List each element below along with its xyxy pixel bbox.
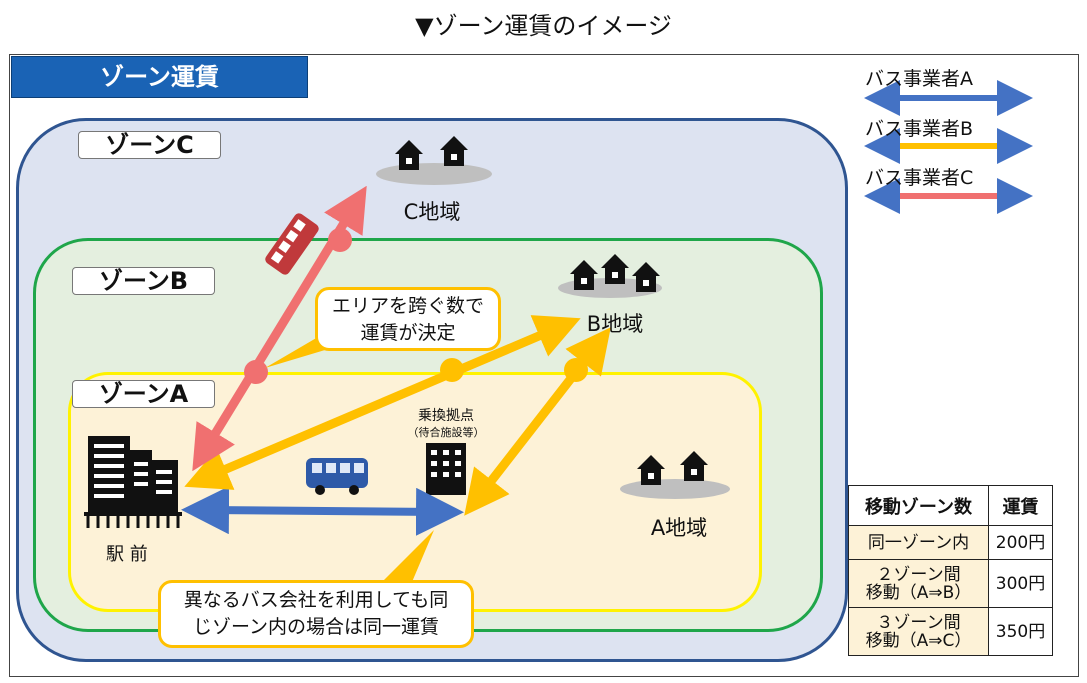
table-row: ２ゾーン間 移動（A⇒B） 300円 xyxy=(848,559,1053,608)
callout-line: エリアを跨ぐ数で xyxy=(331,295,484,317)
fare-table-header: 運賃 xyxy=(988,485,1053,526)
c-area-label: C地域 xyxy=(403,200,461,224)
table-row: ３ゾーン間 移動（A⇒C） 350円 xyxy=(848,607,1053,656)
zone-boundary-marker xyxy=(328,228,352,252)
diagram-frame xyxy=(9,54,1079,677)
legend-c-label: バス事業者C xyxy=(865,167,974,189)
fare-table-header-row: 移動ゾーン数 運賃 xyxy=(848,485,1053,526)
b-area-houses-icon xyxy=(558,254,662,298)
zone-b-label: ゾーンB xyxy=(72,267,215,295)
station-label: 駅 前 xyxy=(106,544,148,565)
same-zone-callout: 異なるバス会社を利用しても同 じゾーン内の場合は同一運賃 xyxy=(158,580,474,648)
a-area-houses-icon xyxy=(620,451,730,499)
callout-line: じゾーン内の場合は同一運賃 xyxy=(192,616,440,638)
fare-value-cell: 300円 xyxy=(988,559,1053,608)
route-a-arrow xyxy=(181,486,464,536)
fare-table-header: 移動ゾーン数 xyxy=(848,485,989,526)
page-title: ▼ゾーン運賃のイメージ xyxy=(415,12,672,40)
zones-crossed-callout: エリアを跨ぐ数で 運賃が決定 xyxy=(315,287,501,351)
zone-boundary-marker xyxy=(440,358,464,382)
hub-label: 乗換拠点 xyxy=(418,408,474,424)
a-area-label: A地域 xyxy=(650,516,708,540)
fare-table: 移動ゾーン数 運賃 同一ゾーン内 200円 ２ゾーン間 移動（A⇒B） 300円… xyxy=(848,485,1053,656)
fare-zones-cell: ３ゾーン間 移動（A⇒C） xyxy=(848,607,989,656)
zone-boundary-marker xyxy=(564,358,588,382)
fare-value-cell: 350円 xyxy=(988,607,1053,656)
zone-c-label: ゾーンC xyxy=(78,131,221,159)
table-row: 同一ゾーン内 200円 xyxy=(848,525,1053,560)
fare-value-cell: 200円 xyxy=(988,525,1053,560)
c-area-houses-icon xyxy=(376,136,492,185)
hub-sublabel: （待合施設等） xyxy=(407,426,485,439)
legend-a-label: バス事業者A xyxy=(865,68,973,90)
fare-zones-cell: ２ゾーン間 移動（A⇒B） xyxy=(848,559,989,608)
bus-a-icon xyxy=(306,458,368,495)
station-buildings-icon xyxy=(84,436,182,528)
callout-line: 異なるバス会社を利用しても同 xyxy=(183,589,449,611)
b-area-label: B地域 xyxy=(586,312,644,336)
transfer-hub-building-icon xyxy=(426,443,466,495)
panel-title: ゾーン運賃 xyxy=(11,56,308,98)
callout-line: 運賃が決定 xyxy=(360,322,456,344)
callout-pointer xyxy=(382,530,434,582)
legend-b-label: バス事業者B xyxy=(865,118,974,140)
zone-boundary-marker xyxy=(244,360,268,384)
fare-zones-cell: 同一ゾーン内 xyxy=(848,525,989,560)
